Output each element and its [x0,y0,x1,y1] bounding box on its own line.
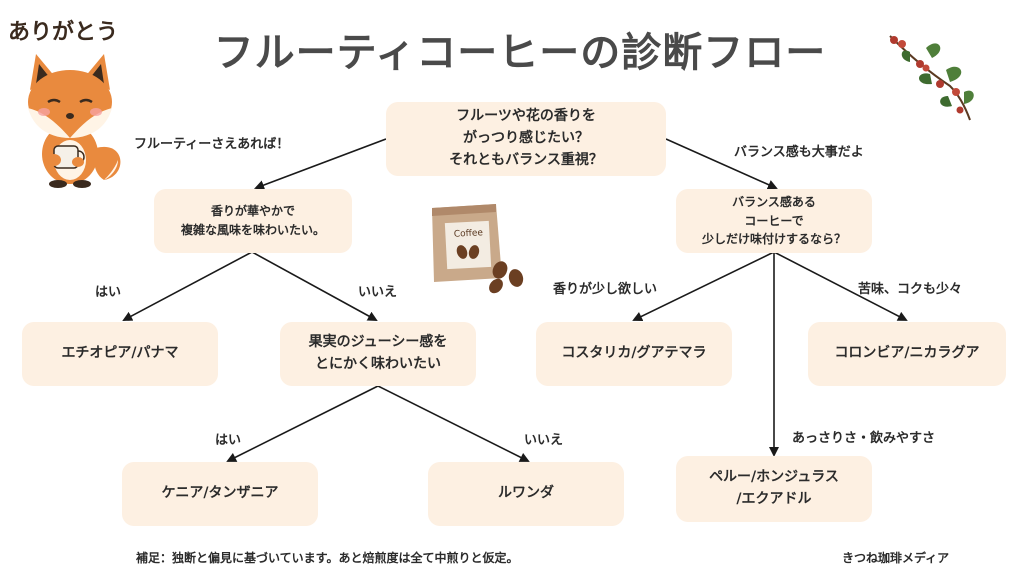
result-peru-honduras-ecuador: ペルー/ホンジュラス /エクアドル [676,456,872,522]
edge-label-fruity: フルーティーさえあれば！ [134,137,290,152]
edge-label-yes-1: はい [95,285,122,300]
connector-left-ethiopia [122,251,253,321]
left-question-box: 香りが華やかで 複雑な風味を味わいたい。 [154,189,352,253]
connector-juicy-kenya [226,385,379,462]
coffee-plant-icon [889,35,974,121]
edge-label-no-2: いいえ [524,433,564,448]
connector-right-colombia [773,251,908,321]
footer-brand: きつね珈琲メディア [842,551,950,565]
edge-label-bitter: 苦味、コクも少々 [858,282,963,297]
result-colombia-nicaragua: コロンビア/ニカラグア [808,322,1006,386]
fox-mascot-icon [28,54,121,188]
root-question-box: フルーツや花の香りを がっつり感じたい？ それともバランス重視？ [386,102,666,176]
footer-note: 補足：独断と偏見に基づいています。あと焙煎度は全て中煎りと仮定。 [136,551,519,565]
result-ethiopia-panama: エチオピア/パナマ [22,322,218,386]
result-rwanda: ルワンダ [428,462,624,526]
edge-label-yes-2: はい [215,433,242,448]
edge-label-balance: バランス感も大事だよ [734,145,864,160]
juicy-question-box: 果実のジューシー感を とにかく味わいたい [280,322,476,386]
connector-root-right [665,138,778,190]
result-costarica-guatemala: コスタリカ/グアテマラ [536,322,732,386]
connector-right-costarica [632,251,775,322]
result-kenya-tanzania: ケニア/タンザニア [122,462,318,526]
thanks-label: ありがとう [8,20,119,45]
coffee-bag-icon: Coffee [432,204,524,294]
edge-label-aroma: 香りが少し欲しい [553,282,658,297]
right-question-box: バランス感ある コーヒーで 少しだけ味付けするなら？ [676,189,872,253]
page-title: フルーティコーヒーの診断フロー [213,30,827,76]
connector-juicy-rwanda [377,385,530,462]
edge-label-light: あっさりさ・飲みやすさ [792,431,936,446]
connector-root-left [254,138,387,190]
coffee-bag-label: Coffee [454,228,484,240]
edge-label-no-1: いいえ [358,285,398,300]
connector-left-juicy [251,251,378,321]
